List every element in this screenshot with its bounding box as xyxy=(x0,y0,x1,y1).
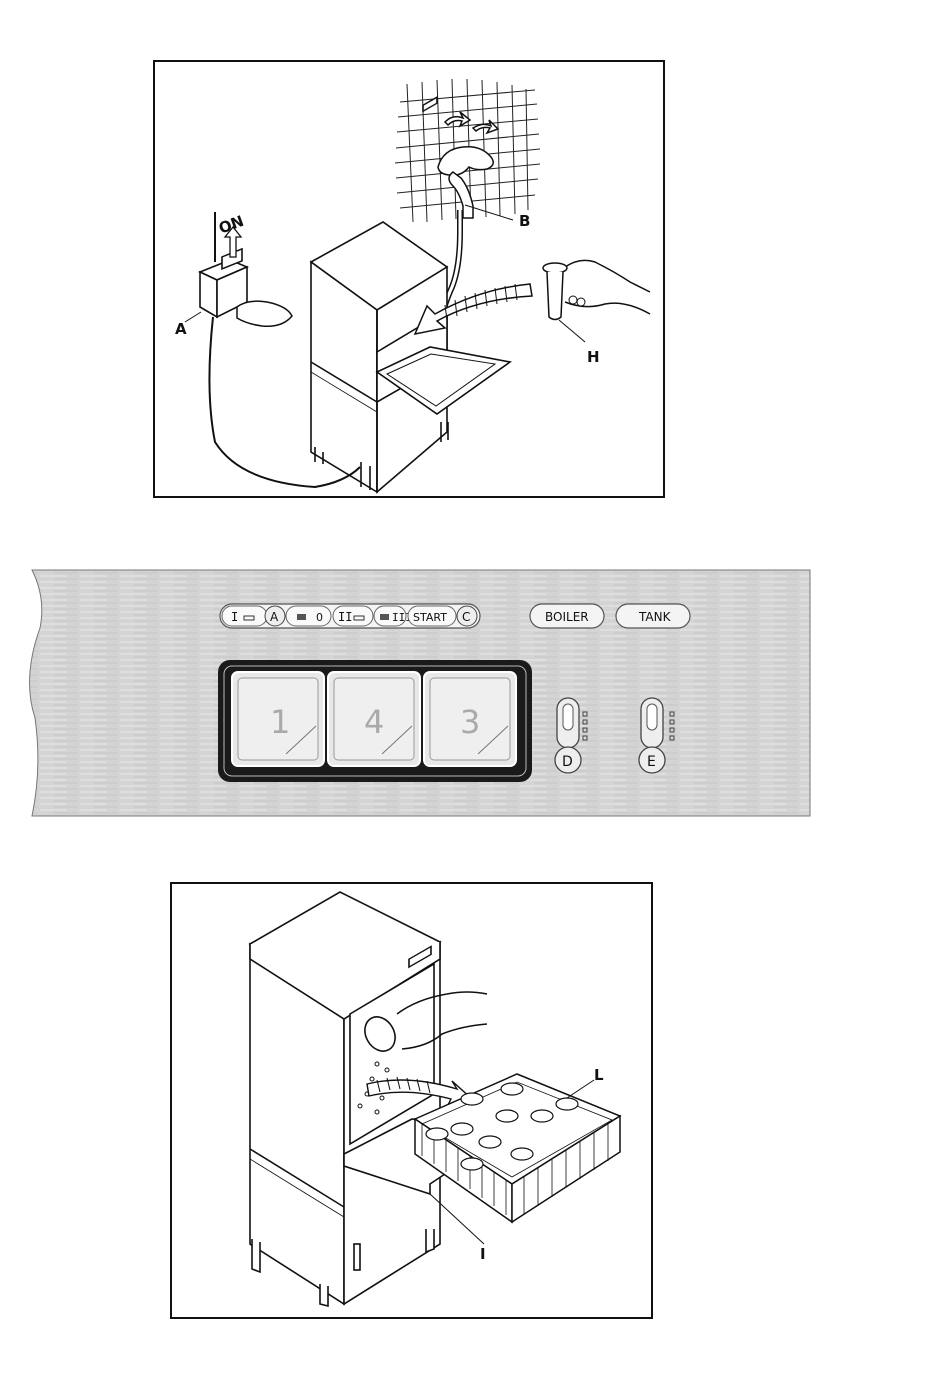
tank-label: TANK xyxy=(638,610,672,624)
figure-installation: B xyxy=(153,60,665,498)
program-selector-group: I A 0 II III START C xyxy=(220,604,480,628)
start-label: START xyxy=(413,611,447,624)
marker-d: D xyxy=(562,754,573,770)
display-value-1: 1 xyxy=(270,703,290,741)
dishwasher-machine xyxy=(311,97,448,492)
label-l: L xyxy=(594,1066,604,1084)
loading-drawing: I xyxy=(172,884,651,1317)
control-panel: I A 0 II III START C BOILER TANK xyxy=(0,568,950,820)
label-on: ON xyxy=(216,212,246,238)
control-panel-drawing: I A 0 II III START C BOILER TANK xyxy=(0,568,950,820)
rotate-arrow-right-icon xyxy=(473,120,498,133)
installation-drawing: B xyxy=(155,62,663,496)
label-i: I xyxy=(480,1245,486,1263)
filter-tube-icon xyxy=(547,272,563,320)
rotate-arrow-left-icon xyxy=(445,112,470,126)
hand-holding-filter-icon xyxy=(565,260,650,314)
display-digit-3: 3 xyxy=(424,672,516,766)
program-button-0[interactable] xyxy=(286,606,331,626)
display-digit-2: 4 xyxy=(328,672,420,766)
marker-c: C xyxy=(462,610,470,624)
marker-e: E xyxy=(647,754,656,770)
label-a: A xyxy=(175,320,187,338)
figure-loading: I xyxy=(170,882,653,1319)
filter-cap-icon xyxy=(543,263,567,273)
hand-pressing-switch-icon xyxy=(237,301,292,326)
program-label-0: 0 xyxy=(316,611,323,624)
display-value-3: 3 xyxy=(460,703,480,741)
display-digit-1: 1 xyxy=(232,672,324,766)
label-h: H xyxy=(587,348,600,366)
display-value-2: 4 xyxy=(364,703,384,741)
label-b: B xyxy=(519,212,530,230)
dishwasher-machine xyxy=(250,892,440,1306)
boiler-label: BOILER xyxy=(545,610,589,624)
program-label-1: I xyxy=(231,610,238,624)
program-label-2: II xyxy=(338,610,352,624)
marker-a: A xyxy=(270,610,279,624)
